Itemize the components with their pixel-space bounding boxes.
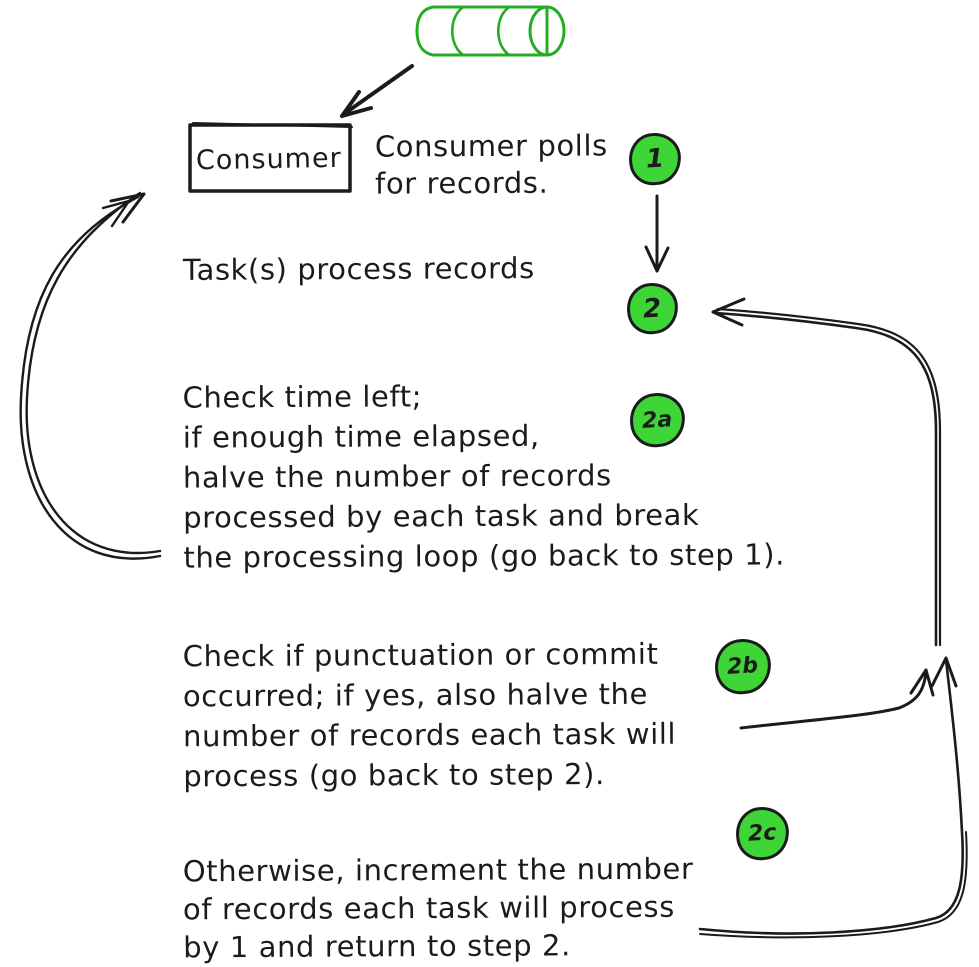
note-line: the processing loop (go back to step 1). bbox=[183, 537, 786, 575]
arrow-step1-to-step2 bbox=[644, 194, 670, 273]
note-line: occurred; if yes, also halve the bbox=[182, 676, 649, 714]
badge-label: 2c bbox=[747, 820, 778, 847]
arrow-2b-to-loop bbox=[739, 668, 935, 730]
step-note-1: Consumer polls for records. bbox=[375, 127, 608, 202]
note-line: Otherwise, increment the number bbox=[182, 851, 694, 889]
note-line: by 1 and return to step 2. bbox=[183, 928, 571, 965]
note-line: processed by each task and break bbox=[183, 497, 700, 535]
step-note-2b: Check if punctuation or commit occurred;… bbox=[183, 634, 677, 797]
arrow-2c-to-loop bbox=[698, 656, 968, 939]
step-note-2: Task(s) process records bbox=[183, 248, 535, 290]
note-line: if enough time elapsed, bbox=[182, 418, 540, 455]
badge-label: 1 bbox=[645, 143, 665, 175]
note-line: number of records each task will bbox=[183, 716, 677, 754]
note-line: Check if punctuation or commit bbox=[182, 636, 659, 674]
arrow-topic-to-consumer bbox=[340, 64, 414, 118]
loop-arrow-2a-to-consumer bbox=[19, 191, 162, 560]
badge-label: 2b bbox=[726, 653, 760, 680]
consumer-box bbox=[188, 122, 353, 193]
loop-arrow-back-to-step2 bbox=[711, 297, 942, 647]
step-note-2c: Otherwise, increment the number of recor… bbox=[183, 850, 694, 967]
note-line: Task(s) process records bbox=[182, 251, 535, 287]
note-line: Consumer polls bbox=[374, 128, 608, 164]
badge-label: 2 bbox=[642, 293, 663, 324]
badge-label: 2a bbox=[641, 406, 674, 434]
note-line: Check time left; bbox=[182, 379, 423, 415]
note-line: halve the number of records bbox=[182, 458, 612, 495]
topic-cylinder-icon bbox=[415, 5, 566, 57]
note-line: for records. bbox=[375, 165, 549, 201]
note-line: of records each task will process bbox=[182, 889, 675, 927]
note-line: process (go back to step 2). bbox=[183, 757, 605, 794]
consumer-box-label: Consumer bbox=[195, 142, 342, 177]
step-note-2a: Check time left; if enough time elapsed,… bbox=[182, 374, 785, 577]
